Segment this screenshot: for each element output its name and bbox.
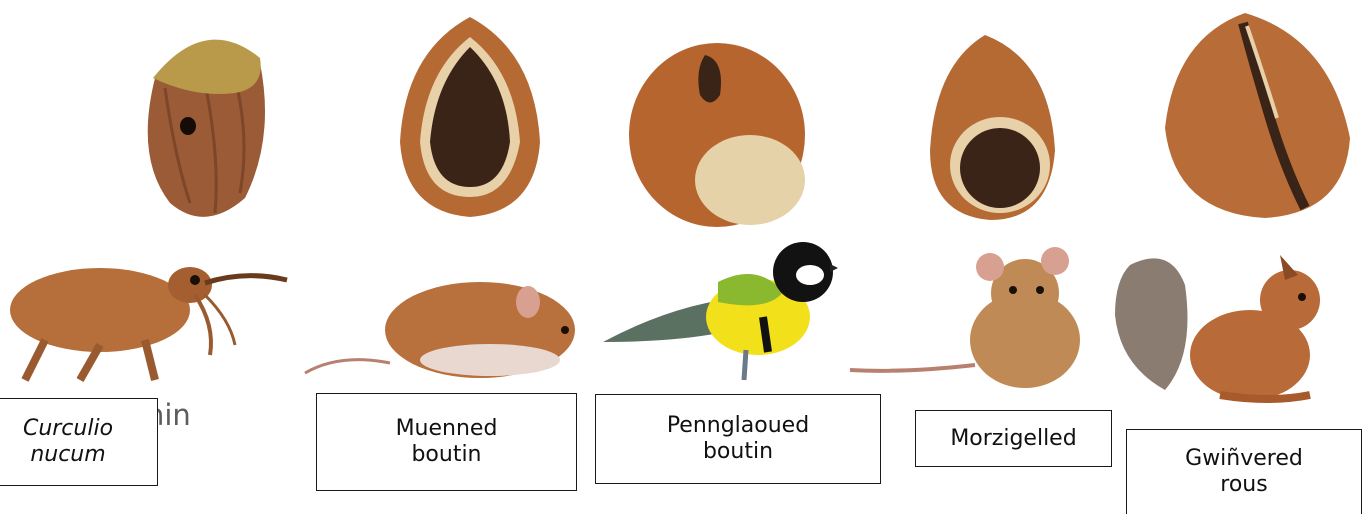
label-pennglaoued-boutin-text: Pennglaoued boutin	[667, 413, 809, 465]
label-morzigelled: Morzigelled	[915, 410, 1112, 467]
hazelnut-weevil-hole-icon	[135, 18, 275, 228]
hazelnut-great-tit-hole-icon	[625, 40, 810, 230]
label-curculio-nucum: Curculio nucum	[0, 398, 158, 486]
label-morzigelled-text: Morzigelled	[950, 426, 1076, 452]
label-curculio-nucum-text: Curculio nucum	[23, 416, 113, 468]
red-squirrel-icon	[1110, 245, 1340, 405]
wood-mouse-icon	[300, 268, 585, 383]
label-gwinvered-rous: Gwiñvered rous	[1126, 429, 1362, 514]
label-muenned-boutin: Muenned boutin	[316, 393, 577, 491]
weevil-icon	[5, 255, 290, 385]
hazelnut-wood-mouse-hole-icon	[395, 12, 545, 222]
dormouse-icon	[845, 245, 1085, 390]
label-muenned-boutin-text: Muenned boutin	[396, 416, 498, 468]
great-tit-icon	[598, 242, 838, 382]
label-pennglaoued-boutin: Pennglaoued boutin	[595, 394, 881, 484]
hazelnut-squirrel-split-icon	[1155, 8, 1355, 223]
label-gwinvered-rous-text: Gwiñvered rous	[1185, 446, 1303, 498]
hazelnut-dormouse-hole-icon	[925, 30, 1060, 225]
